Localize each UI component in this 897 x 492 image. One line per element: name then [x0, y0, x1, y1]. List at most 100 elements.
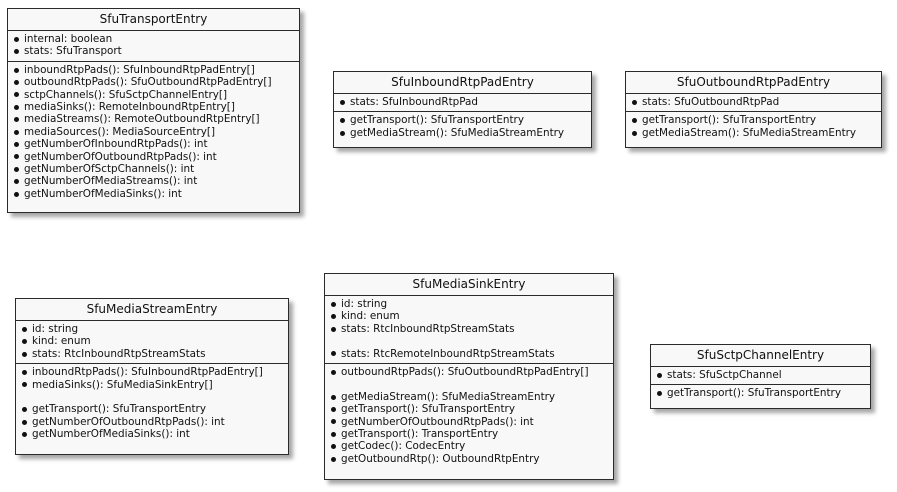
method-row: inboundRtpPads(): SfuInboundRtpPadEntry[… [14, 64, 293, 76]
visibility-dot-icon [14, 117, 19, 123]
methods-section: outboundRtpPads(): SfuOutboundRtpPadEntr… [325, 363, 613, 468]
fields-section: stats: SfuSctpChannel [651, 367, 870, 384]
field-row-text: internal: boolean [24, 33, 113, 45]
field-row: stats: RtcInboundRtpStreamStats [331, 323, 607, 335]
visibility-dot-icon [22, 431, 27, 437]
method-row [22, 391, 282, 403]
visibility-dot-icon [14, 49, 19, 55]
visibility-dot-icon [331, 351, 336, 357]
method-row: getTransport(): SfuTransportEntry [340, 114, 585, 126]
fields-section: stats: SfuInboundRtpPad [334, 94, 591, 111]
field-row: stats: SfuOutboundRtpPad [632, 96, 875, 108]
field-row-text: kind: enum [341, 310, 400, 323]
visibility-dot-icon [331, 314, 336, 320]
visibility-dot-icon [14, 179, 19, 185]
methods-section: inboundRtpPads(): SfuInboundRtpPadEntry[… [16, 363, 288, 443]
method-row-text: mediaSinks(): SfuMediaSinkEntry[] [32, 378, 213, 391]
method-row-text: getNumberOfInboundRtpPads(): int [24, 138, 208, 151]
visibility-dot-icon [22, 339, 27, 345]
method-row-text: getNumberOfOutboundRtpPads(): int [32, 415, 225, 428]
method-row: mediaSinks(): SfuMediaSinkEntry[] [22, 379, 282, 391]
visibility-dot-icon [14, 166, 19, 172]
method-row-text: getOutboundRtp(): OutboundRtpEntry [341, 452, 540, 465]
method-row-text: getTransport(): SfuTransportEntry [642, 114, 816, 127]
method-row: getTransport(): SfuTransportEntry [632, 114, 875, 126]
method-row-text: getMediaStream(): SfuMediaStreamEntry [341, 390, 556, 403]
method-row: getMediaStream(): SfuMediaStreamEntry [632, 127, 875, 139]
field-row-text: stats: SfuTransport [24, 45, 122, 58]
fields-section: stats: SfuOutboundRtpPad [626, 94, 881, 111]
method-row: inboundRtpPads(): SfuInboundRtpPadEntry[… [22, 366, 282, 378]
field-row [331, 335, 607, 347]
visibility-dot-icon [14, 104, 19, 110]
method-row: getNumberOfOutboundRtpPads(): int [331, 416, 607, 428]
visibility-dot-icon [14, 67, 19, 73]
method-row-text: getTransport(): TransportEntry [341, 428, 499, 441]
class-title: SfuInboundRtpPadEntry [334, 72, 591, 94]
visibility-dot-icon [14, 79, 19, 85]
method-row-text: inboundRtpPads(): SfuInboundRtpPadEntry[… [32, 366, 263, 379]
method-row: outboundRtpPads(): SfuOutboundRtpPadEntr… [331, 366, 607, 378]
visibility-dot-icon [331, 369, 336, 375]
field-row: kind: enum [22, 335, 282, 347]
class-title: SfuMediaStreamEntry [16, 299, 288, 321]
class-title: SfuMediaSinkEntry [325, 274, 613, 296]
visibility-dot-icon [14, 129, 19, 135]
methods-section: getTransport(): SfuTransportEntry [651, 384, 870, 402]
field-row-text: id: string [341, 298, 388, 310]
visibility-dot-icon [14, 191, 19, 197]
visibility-dot-icon [331, 406, 336, 412]
visibility-dot-icon [340, 118, 345, 124]
method-row-text: getTransport(): SfuTransportEntry [341, 403, 515, 416]
class-sfu-outbound-rtp-pad-entry: SfuOutboundRtpPadEntry stats: SfuOutboun… [625, 71, 882, 148]
method-row-text: getTransport(): SfuTransportEntry [32, 403, 206, 416]
method-row: getTransport(): TransportEntry [331, 428, 607, 440]
method-row: getCodec(): CodecEntry [331, 440, 607, 452]
method-row: getMediaStream(): SfuMediaStreamEntry [331, 391, 607, 403]
field-row-text: stats: RtcRemoteInboundRtpStreamStats [341, 347, 555, 360]
field-row-text: stats: SfuSctpChannel [667, 369, 782, 381]
visibility-dot-icon [657, 372, 662, 378]
visibility-dot-icon [22, 369, 27, 375]
method-row-text: sctpChannels(): SfuSctpChannelEntry[] [24, 88, 228, 101]
field-row-text: stats: SfuInboundRtpPad [350, 96, 479, 108]
method-row: outboundRtpPads(): SfuOutboundRtpPadEntr… [14, 76, 293, 88]
method-row: getTransport(): SfuTransportEntry [22, 403, 282, 415]
method-row-text: inboundRtpPads(): SfuInboundRtpPadEntry[… [24, 63, 255, 76]
method-row: getOutboundRtp(): OutboundRtpEntry [331, 453, 607, 465]
method-row-text: getTransport(): SfuTransportEntry [350, 114, 524, 127]
field-row: stats: RtcInboundRtpStreamStats [22, 348, 282, 360]
method-row-text: getNumberOfMediaSinks(): int [24, 187, 182, 200]
visibility-dot-icon [331, 326, 336, 332]
field-row: id: string [331, 298, 607, 310]
field-row-text: id: string [32, 323, 79, 335]
method-row: mediaSources(): MediaSourceEntry[] [14, 126, 293, 138]
class-sfu-inbound-rtp-pad-entry: SfuInboundRtpPadEntry stats: SfuInboundR… [333, 71, 592, 148]
method-row: getNumberOfInboundRtpPads(): int [14, 138, 293, 150]
method-row-text: getMediaStream(): SfuMediaStreamEntry [350, 126, 565, 139]
method-row: getNumberOfOutboundRtpPads(): int [14, 151, 293, 163]
visibility-dot-icon [340, 130, 345, 136]
field-row: stats: SfuTransport [14, 45, 293, 57]
field-row-text: stats: SfuOutboundRtpPad [642, 96, 780, 108]
visibility-dot-icon [14, 36, 19, 42]
visibility-dot-icon [22, 407, 27, 413]
field-row-text: kind: enum [32, 335, 91, 348]
method-row: getMediaStream(): SfuMediaStreamEntry [340, 127, 585, 139]
visibility-dot-icon [331, 301, 336, 307]
method-row-text: mediaSources(): MediaSourceEntry[] [24, 125, 216, 138]
methods-section: inboundRtpPads(): SfuInboundRtpPadEntry[… [8, 60, 299, 203]
method-row-text: getCodec(): CodecEntry [341, 440, 466, 453]
field-row-text: stats: RtcInboundRtpStreamStats [341, 322, 515, 335]
visibility-dot-icon [14, 154, 19, 160]
method-row: getNumberOfMediaStreams(): int [14, 175, 293, 187]
visibility-dot-icon [632, 99, 637, 105]
visibility-dot-icon [331, 444, 336, 450]
field-row: stats: SfuInboundRtpPad [340, 96, 585, 108]
class-sfu-sctp-channel-entry: SfuSctpChannelEntry stats: SfuSctpChanne… [650, 344, 871, 409]
visibility-dot-icon [331, 419, 336, 425]
